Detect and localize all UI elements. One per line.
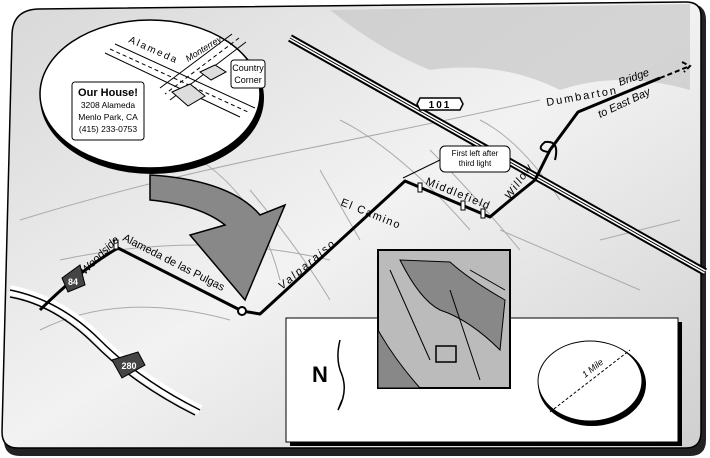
store-label-2: Corner <box>234 75 262 85</box>
minor-streets <box>19 99 681 331</box>
zoom-arrow <box>149 174 287 302</box>
traffic-lights <box>113 182 486 250</box>
destination-marker <box>237 306 247 316</box>
house-city: Menlo Park, CA <box>78 112 138 122</box>
store-label-1: Country <box>232 63 264 73</box>
callout-line1: First left after <box>452 149 499 158</box>
shield-101-text: 101 <box>429 100 452 111</box>
legend-panel: N 1 Mile <box>285 249 682 446</box>
bay-water <box>330 4 690 90</box>
house-phone: (415) 233-0753 <box>79 124 137 134</box>
highway-280 <box>8 285 203 416</box>
north-label: N <box>312 362 328 387</box>
region-highlight <box>435 345 457 363</box>
shield-84: 84 <box>61 264 86 293</box>
house-address: 3208 Alameda <box>81 100 136 110</box>
region-map <box>377 249 511 389</box>
callout-line2: third light <box>459 159 492 168</box>
shield-280: 280 <box>111 351 146 379</box>
north-arrow-icon <box>337 339 345 411</box>
house-building <box>171 83 206 107</box>
shield-84-text: 84 <box>68 277 78 287</box>
store-building <box>199 64 227 81</box>
neighborhood-inset: Alameda Monterrey Country Corner Our Hou… <box>39 19 266 174</box>
shield-280-text: 280 <box>121 361 136 371</box>
route-arrow-icon <box>659 61 692 79</box>
scale-inset: 1 Mile <box>537 340 646 426</box>
directions-callout: First left after third light <box>402 145 511 179</box>
shield-101: 101 <box>416 97 464 111</box>
house-title: Our House! <box>78 87 138 99</box>
